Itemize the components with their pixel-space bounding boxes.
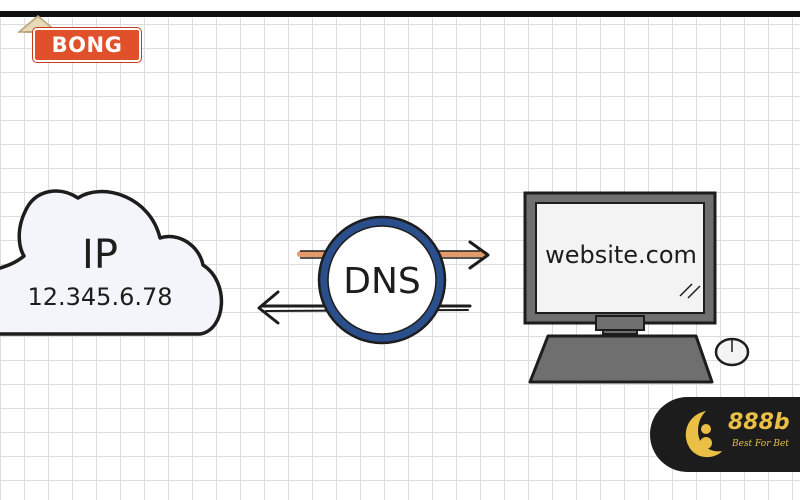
ip-cloud: IP 12.345.6.78 [0,189,224,336]
brand-badge-888b: 888b Best For Bet [650,397,800,472]
screen-glare [679,283,701,299]
monitor-base [595,315,645,331]
keyboard [528,334,714,384]
arrow-to-cloud-head [257,290,280,325]
cloud-address: 12.345.6.78 [27,283,172,311]
dns-node: DNS [317,215,447,345]
cloud-title: IP [82,232,118,278]
badge-brand-text: 888b [728,410,790,435]
dns-ring-outline [317,215,447,345]
mouse [714,337,750,367]
dns-inner [327,225,437,335]
arrow-to-website-head [468,240,490,270]
badge-slogan: Best For Bet [732,439,789,449]
cloud-shape [0,189,224,336]
crescent-moon-icon [685,411,722,458]
top-border-line [0,11,800,17]
computer: website.com [523,191,750,384]
screen-text: website.com [545,241,697,269]
monitor-screen [535,202,705,314]
brand-logo-bong: BONG [33,28,141,62]
dns-label: DNS [343,261,421,302]
top-bar [0,0,800,18]
